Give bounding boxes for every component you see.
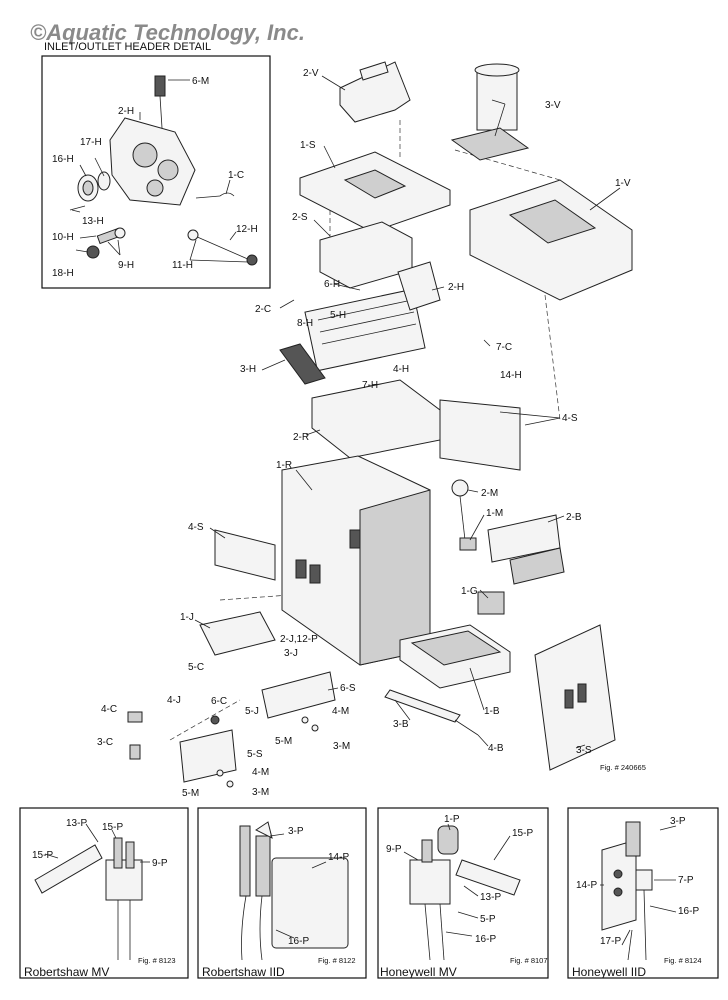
- label-2-V: 2-V: [303, 68, 319, 79]
- label-13-P-hw: 13-P: [480, 892, 501, 903]
- label-4-S-left: 4-S: [188, 522, 204, 533]
- fig-main: Fig. # 240665: [600, 763, 646, 772]
- label-3-B: 3-B: [393, 719, 409, 730]
- label-3-J: 3-J: [284, 648, 298, 659]
- pilot-detail-honeywell-iid: [567, 807, 719, 979]
- label-3-P-hw: 3-P: [670, 816, 686, 827]
- label-9-H: 9-H: [118, 260, 134, 271]
- fig-8122: Fig. # 8122: [318, 956, 356, 965]
- caption-robertshaw-mv: Robertshaw MV: [24, 965, 109, 979]
- callout-labels: 6-M 2-H 17-H 16-H 1-C 13-H 12-H 10-H 9-H…: [52, 68, 646, 799]
- label-7-C: 7-C: [496, 342, 512, 353]
- label-5-M-upper: 5-M: [275, 736, 292, 747]
- label-15-P-rs-left: 15-P: [32, 850, 53, 861]
- pilot-labels: 13-P 15-P 15-P 9-P Fig. # 8123 Robertsha…: [24, 814, 702, 979]
- label-15-P-hw: 15-P: [512, 828, 533, 839]
- fig-8107: Fig. # 8107: [510, 956, 548, 965]
- label-1-M: 1-M: [486, 508, 503, 519]
- label-5-H: 5-H: [330, 310, 346, 321]
- label-8-H: 8-H: [297, 318, 313, 329]
- label-2-H-inset: 2-H: [118, 106, 134, 117]
- label-5-S: 5-S: [247, 749, 263, 760]
- label-1-G: 1-G: [461, 586, 478, 597]
- label-1-V: 1-V: [615, 178, 631, 189]
- label-18-H: 18-H: [52, 268, 74, 279]
- caption-honeywell-mv: Honeywell MV: [380, 965, 457, 979]
- heater-exploded-drawing: [127, 61, 633, 788]
- label-1-C: 1-C: [228, 170, 244, 181]
- label-15-P-rs: 15-P: [102, 822, 123, 833]
- label-17-H: 17-H: [80, 137, 102, 148]
- label-6-H: 6-H: [324, 279, 340, 290]
- label-12-H: 12-H: [236, 224, 258, 235]
- label-3-H: 3-H: [240, 364, 256, 375]
- label-3-M-lower: 3-M: [252, 787, 269, 798]
- label-5-C: 5-C: [188, 662, 204, 673]
- label-16-P-hw: 16-P: [475, 934, 496, 945]
- label-9-P-hw: 9-P: [386, 844, 402, 855]
- label-13-H: 13-H: [82, 216, 104, 227]
- header-detail-drawing: [69, 75, 258, 266]
- label-2-M: 2-M: [481, 488, 498, 499]
- label-2-H: 2-H: [448, 282, 464, 293]
- label-7-P: 7-P: [678, 875, 694, 886]
- label-4-S-upper: 4-S: [562, 413, 578, 424]
- fig-8123: Fig. # 8123: [138, 956, 176, 965]
- label-1-S: 1-S: [300, 140, 316, 151]
- label-4-M-upper: 4-M: [332, 706, 349, 717]
- inset-title: INLET/OUTLET HEADER DETAIL: [44, 41, 211, 53]
- label-1-R: 1-R: [276, 460, 292, 471]
- label-6-S: 6-S: [340, 683, 356, 694]
- label-16-P-hw2: 16-P: [678, 906, 699, 917]
- fig-8124: Fig. # 8124: [664, 956, 702, 965]
- label-13-P: 13-P: [66, 818, 87, 829]
- label-3-M-upper: 3-M: [333, 741, 350, 752]
- inset-box: [41, 55, 271, 289]
- label-11-H: 11-H: [172, 260, 193, 271]
- label-1-B: 1-B: [484, 706, 500, 717]
- label-2-R: 2-R: [293, 432, 309, 443]
- caption-honeywell-iid: Honeywell IID: [572, 965, 646, 979]
- label-4-M-lower: 4-M: [252, 767, 269, 778]
- pilot-detail-robertshaw-iid: [197, 807, 367, 979]
- label-5-M-lower: 5-M: [182, 788, 199, 799]
- label-3-V: 3-V: [545, 100, 561, 111]
- label-1-J: 1-J: [180, 612, 194, 623]
- label-3-S: 3-S: [576, 745, 592, 756]
- label-3-C: 3-C: [97, 737, 113, 748]
- label-4-C: 4-C: [101, 704, 117, 715]
- pilot-detail-honeywell-mv: [377, 807, 549, 979]
- watermark-text: ©Aquatic Technology, Inc.: [30, 20, 305, 45]
- label-6-M-inset: 6-M: [192, 76, 209, 87]
- label-14-H: 14-H: [500, 370, 522, 381]
- label-17-P: 17-P: [600, 936, 621, 947]
- label-5-J: 5-J: [245, 706, 259, 717]
- label-4-J: 4-J: [167, 695, 181, 706]
- label-4-B: 4-B: [488, 743, 504, 754]
- label-4-H: 4-H: [393, 364, 409, 375]
- label-2-J-12-P: 2-J,12-P: [280, 634, 318, 645]
- label-10-H: 10-H: [52, 232, 74, 243]
- label-16-H: 16-H: [52, 154, 74, 165]
- label-16-P-rs: 16-P: [288, 936, 309, 947]
- label-5-P: 5-P: [480, 914, 496, 925]
- label-14-P-rs: 14-P: [328, 852, 349, 863]
- label-14-P-hw: 14-P: [576, 880, 597, 891]
- label-3-P-rs: 3-P: [288, 826, 304, 837]
- caption-robertshaw-iid: Robertshaw IID: [202, 965, 285, 979]
- label-2-B: 2-B: [566, 512, 582, 523]
- label-1-P: 1-P: [444, 814, 460, 825]
- label-2-S: 2-S: [292, 212, 308, 223]
- label-9-P-rs: 9-P: [152, 858, 168, 869]
- pilot-detail-robertshaw-mv: [19, 807, 189, 979]
- label-6-C: 6-C: [211, 696, 227, 707]
- label-7-H: 7-H: [362, 380, 378, 391]
- label-2-C: 2-C: [255, 304, 271, 315]
